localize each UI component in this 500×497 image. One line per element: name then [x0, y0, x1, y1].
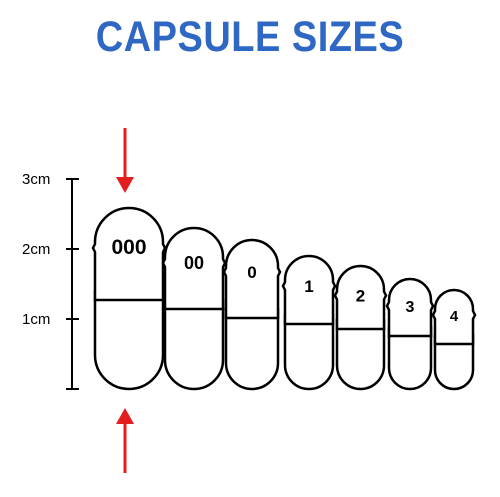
capsule-body [93, 290, 165, 391]
arrow-up-icon [116, 408, 134, 473]
capsule-cap [333, 264, 388, 331]
ruler-label: 1cm [22, 311, 50, 328]
capsule-cap [161, 226, 227, 311]
capsule-3: 3 [385, 277, 435, 391]
capsule-body [163, 299, 225, 391]
capsule-cap [91, 206, 167, 302]
capsule-body [224, 308, 280, 391]
capsule-size-label: 00 [184, 253, 204, 273]
capsule-00: 00 [161, 226, 227, 391]
capsule-0: 0 [222, 238, 282, 391]
capsule-size-label: 2 [356, 287, 365, 306]
capsule-cap [385, 277, 435, 338]
capsule-size-label: 1 [304, 277, 313, 296]
capsule-size-label: 4 [450, 308, 459, 325]
capsule-body [433, 334, 475, 391]
capsule-size-label: 3 [406, 299, 415, 316]
page-title: CAPSULE SIZES [95, 14, 405, 62]
size-indicator-arrows [116, 128, 134, 473]
capsule-size-label: 000 [111, 236, 146, 259]
ruler-label: 2cm [22, 241, 50, 258]
ruler-label: 3cm [22, 171, 50, 188]
capsule-cap [222, 238, 282, 320]
capsule-cap [431, 288, 477, 346]
capsule-000: 000 [91, 206, 167, 391]
capsule-size-label: 0 [247, 263, 256, 282]
capsule-body [335, 319, 386, 391]
capsule-body [283, 314, 335, 391]
arrow-down-icon [116, 128, 134, 193]
capsule-cap [281, 254, 337, 326]
capsule-1: 1 [281, 254, 337, 391]
capsule-2: 2 [333, 264, 388, 391]
ruler: 3cm 2cm 1cm [22, 171, 79, 390]
capsule-4: 4 [431, 288, 477, 391]
capsule-body [387, 326, 433, 391]
